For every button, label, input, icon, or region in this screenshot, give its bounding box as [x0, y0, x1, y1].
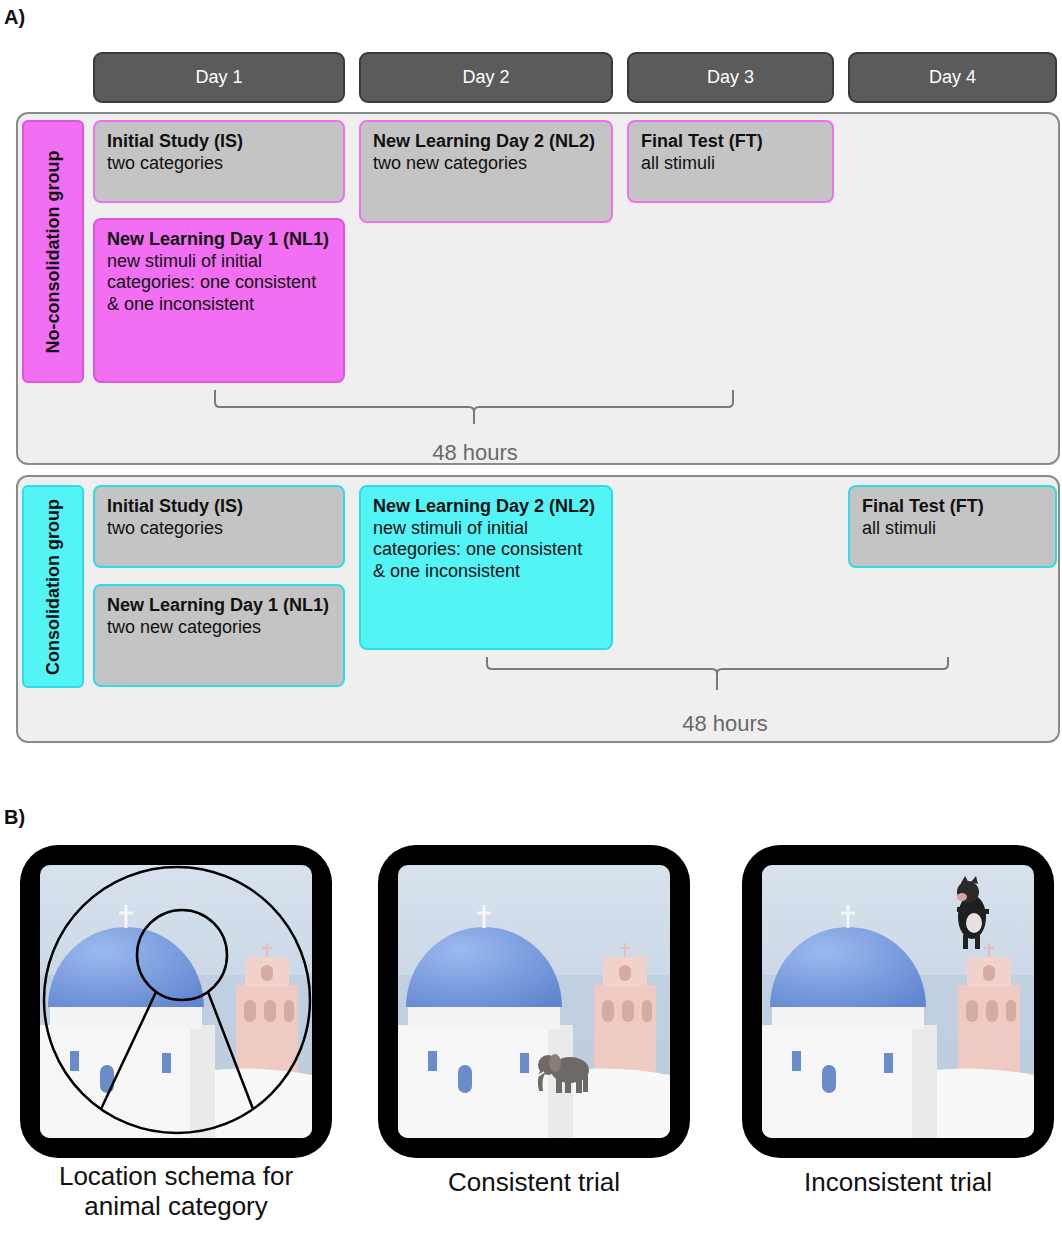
box-heading: Final Test (FT) [641, 131, 820, 153]
interval-label: 48 hours [432, 440, 518, 466]
box-heading: New Learning Day 1 (NL1) [107, 595, 331, 617]
box-body: two categories [107, 518, 331, 540]
text-holder: 48 hours [432, 440, 518, 466]
text-holder: Day 1 [195, 67, 242, 88]
day-header: Day 4 [848, 52, 1057, 103]
image-caption: Consistent trial [378, 1168, 690, 1198]
text-holder: New Learning Day 1 (NL1)two new categori… [107, 595, 331, 638]
text-holder: New Learning Day 2 (NL2)new stimuli of i… [373, 496, 599, 582]
day-label: Day 1 [195, 67, 242, 88]
day-header: Day 1 [93, 52, 345, 103]
interval-bracket [215, 390, 733, 424]
box-body: all stimuli [641, 153, 820, 175]
session-box: Final Test (FT)all stimuli [627, 120, 834, 203]
session-box: New Learning Day 1 (NL1)new stimuli of i… [93, 218, 345, 383]
box-heading: New Learning Day 2 (NL2) [373, 496, 599, 518]
text-holder: New Learning Day 1 (NL1)new stimuli of i… [107, 229, 331, 315]
session-box: New Learning Day 2 (NL2)new stimuli of i… [359, 485, 613, 650]
pig [957, 876, 989, 949]
scene-photo [762, 865, 1034, 1138]
day-label: Day 4 [929, 67, 976, 88]
text-holder: Day 4 [929, 67, 976, 88]
box-heading: New Learning Day 2 (NL2) [373, 131, 599, 153]
box-heading: Initial Study (IS) [107, 496, 331, 518]
panel-letter: B) [4, 806, 64, 829]
box-body: two new categories [373, 153, 599, 175]
box-heading: Final Test (FT) [862, 496, 1043, 518]
scene-photo [40, 865, 312, 1138]
schema-outer-circle [44, 867, 310, 1133]
image-caption: Inconsistent trial [742, 1168, 1054, 1198]
scene-image [40, 865, 312, 1138]
schema-wedge [101, 992, 253, 1109]
text-holder: Final Test (FT)all stimuli [862, 496, 1043, 539]
interval-bracket [487, 657, 948, 690]
session-box: New Learning Day 2 (NL2)two new categori… [359, 120, 613, 223]
text-holder: No-consolidation group [43, 150, 64, 353]
group-name: Consolidation group [43, 499, 64, 675]
text-holder: Day 2 [462, 67, 509, 88]
image-frame [742, 845, 1054, 1158]
session-box: Final Test (FT)all stimuli [848, 485, 1057, 568]
image-frame [378, 845, 690, 1158]
box-body: new stimuli of initial categories: one c… [107, 251, 331, 316]
text-holder: 48 hours [682, 711, 768, 737]
scene-image [762, 865, 1034, 1138]
panel-fill [16, 112, 1060, 465]
group-label: Consolidation group [22, 485, 84, 688]
box-body: two categories [107, 153, 331, 175]
day-label: Day 3 [707, 67, 754, 88]
scene-photo [398, 865, 670, 1138]
session-box: Initial Study (IS)two categories [93, 120, 345, 203]
text-holder: Initial Study (IS)two categories [107, 131, 331, 174]
day-header: Day 2 [359, 52, 613, 103]
image-caption: Location schema for animal category [30, 1162, 322, 1222]
session-box: New Learning Day 1 (NL1)two new categori… [93, 584, 345, 687]
box-body: all stimuli [862, 518, 1043, 540]
text-holder: Final Test (FT)all stimuli [641, 131, 820, 174]
day-header: Day 3 [627, 52, 834, 103]
day-label: Day 2 [462, 67, 509, 88]
panel-letter: A) [4, 6, 64, 29]
text-holder: New Learning Day 2 (NL2)two new categori… [373, 131, 599, 174]
box-heading: Initial Study (IS) [107, 131, 331, 153]
image-frame [20, 845, 332, 1158]
box-body: two new categories [107, 617, 331, 639]
group-label: No-consolidation group [22, 120, 84, 383]
scene-image [398, 865, 670, 1138]
box-heading: New Learning Day 1 (NL1) [107, 229, 331, 251]
text-holder: Day 3 [707, 67, 754, 88]
group-panel: 48 hours Consolidation group Initial Study… [16, 475, 1060, 743]
box-body: new stimuli of initial categories: one c… [373, 518, 599, 583]
session-box: Initial Study (IS)two categories [93, 485, 345, 568]
group-panel: 48 hours No-consolidation group Initial St… [16, 112, 1060, 465]
text-holder: Consolidation group [43, 499, 64, 675]
schema-inner-circle [137, 910, 227, 1000]
panel-fill [16, 475, 1060, 743]
group-name: No-consolidation group [43, 150, 64, 353]
text-holder: Initial Study (IS)two categories [107, 496, 331, 539]
interval-label: 48 hours [682, 711, 768, 737]
elephant [538, 1054, 589, 1093]
